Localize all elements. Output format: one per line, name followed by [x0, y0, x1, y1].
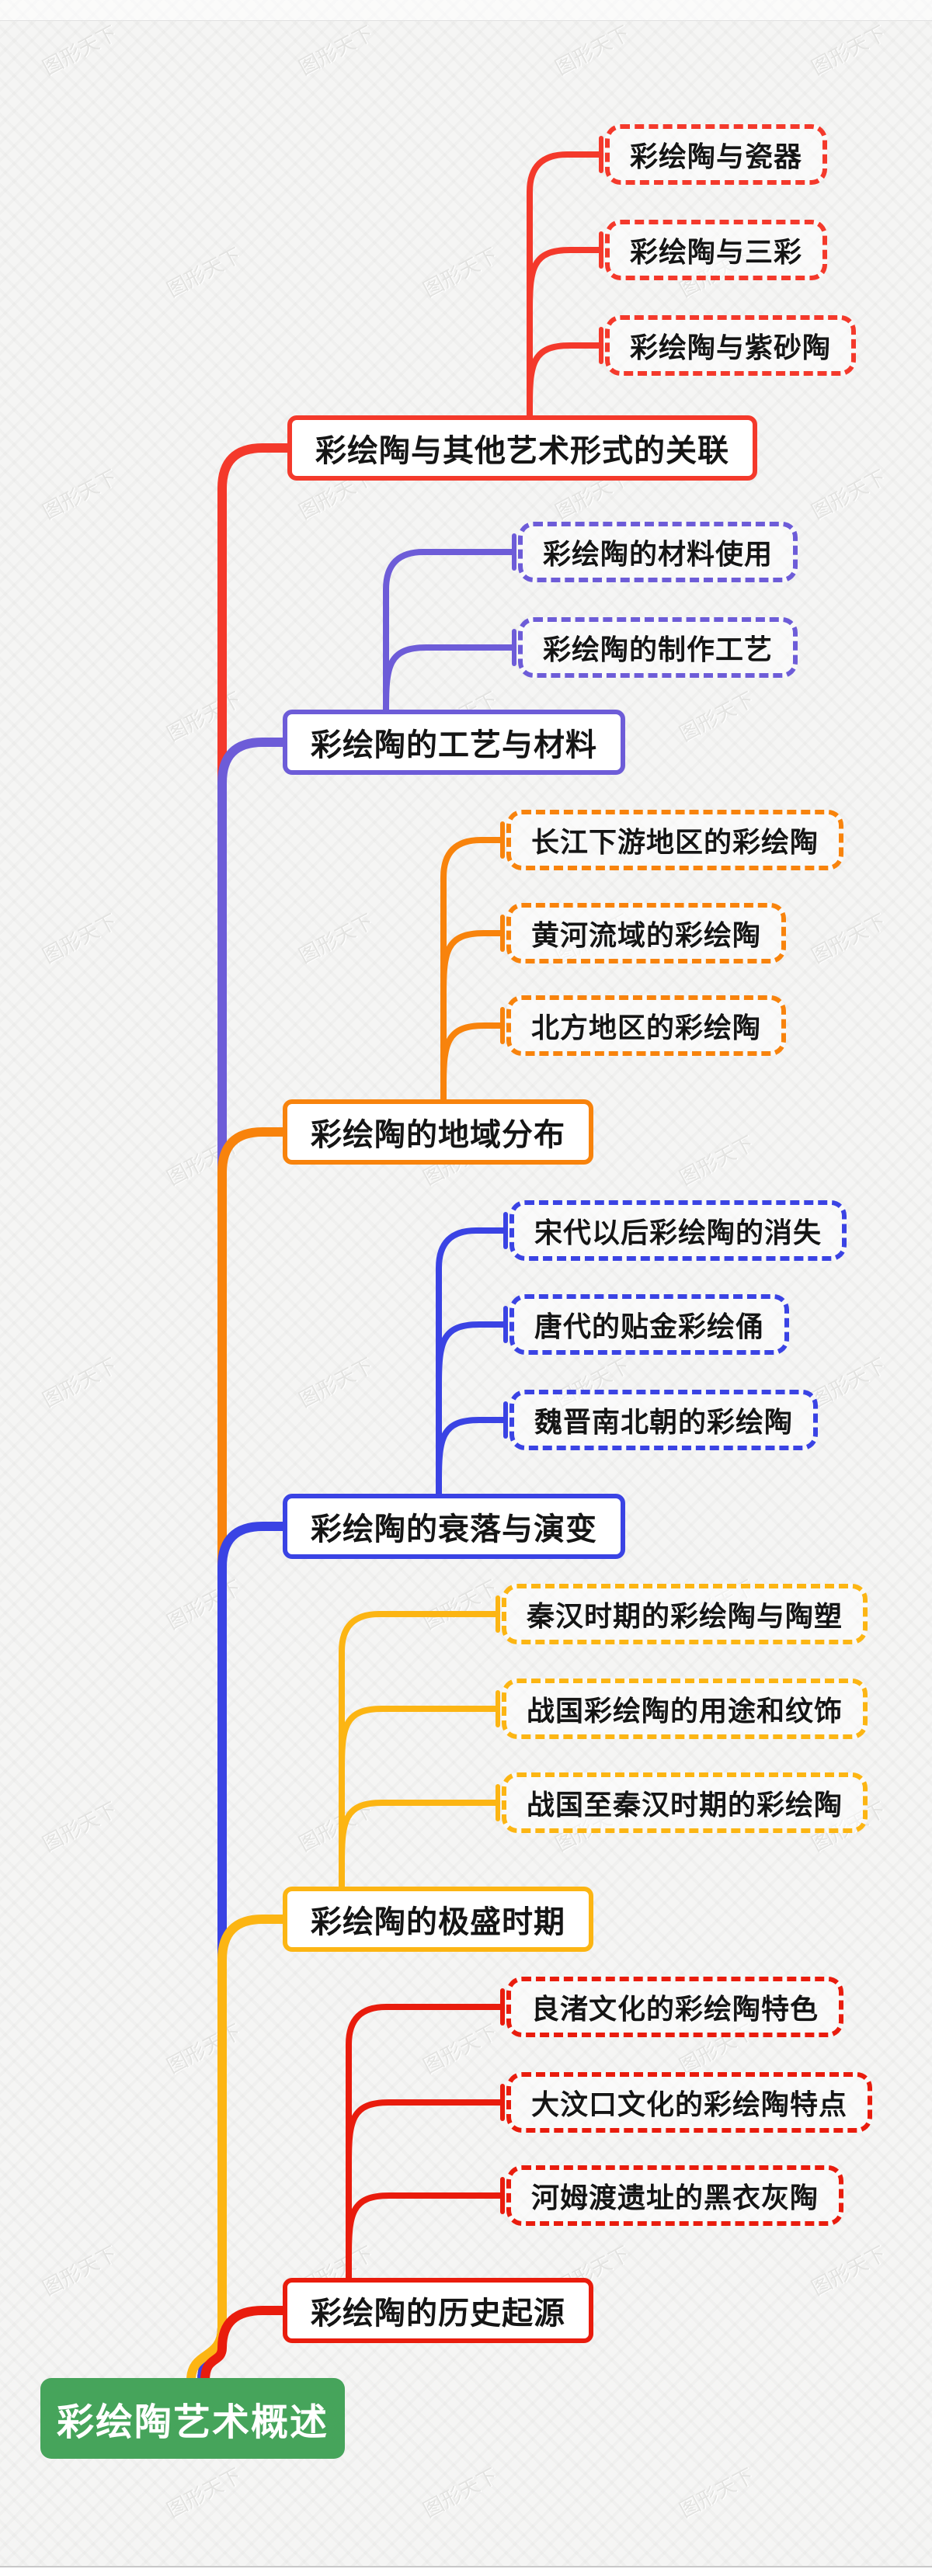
child-node-5-3[interactable]: 战国至秦汉时期的彩绘陶 [502, 1772, 868, 1833]
branch-4-connectors [197, 1212, 508, 2385]
branch-heading-2[interactable]: 彩绘陶的工艺与材料 [283, 710, 625, 775]
child-node-2-1[interactable]: 彩绘陶的材料使用 [518, 522, 798, 582]
branch-heading-3[interactable]: 彩绘陶的地域分布 [283, 1099, 593, 1165]
branch-heading-5[interactable]: 彩绘陶的极盛时期 [283, 1887, 593, 1952]
branch-heading-1[interactable]: 彩绘陶与其他艺术形式的关联 [287, 415, 757, 481]
branch-6-connectors [200, 1988, 505, 2385]
page-bottom-margin [0, 2567, 932, 2576]
child-node-1-1[interactable]: 彩绘陶与瓷器 [605, 124, 828, 185]
page-bottom-edge [0, 2566, 932, 2567]
branch-heading-4[interactable]: 彩绘陶的衰落与演变 [283, 1494, 625, 1559]
child-node-1-2[interactable]: 彩绘陶与三彩 [605, 220, 828, 280]
child-node-4-3[interactable]: 魏晋南北朝的彩绘陶 [509, 1390, 819, 1450]
child-node-3-3[interactable]: 北方地区的彩绘陶 [506, 995, 787, 1056]
child-node-2-2[interactable]: 彩绘陶的制作工艺 [518, 617, 798, 678]
branch-5-connectors [186, 1595, 500, 2385]
child-node-6-2[interactable]: 大汶口文化的彩绘陶特点 [506, 2072, 873, 2133]
root-node[interactable]: 彩绘陶艺术概述 [40, 2378, 345, 2459]
branch-3-connectors [197, 821, 505, 2385]
child-node-1-3[interactable]: 彩绘陶与紫砂陶 [605, 315, 857, 376]
child-node-3-2[interactable]: 黄河流域的彩绘陶 [506, 903, 787, 963]
child-node-6-1[interactable]: 良渚文化的彩绘陶特色 [506, 1977, 844, 2037]
child-node-5-1[interactable]: 秦汉时期的彩绘陶与陶塑 [502, 1584, 868, 1644]
child-node-5-2[interactable]: 战国彩绘陶的用途和纹饰 [502, 1679, 868, 1739]
child-node-6-3[interactable]: 河姆渡遗址的黑衣灰陶 [506, 2165, 844, 2226]
page-top-edge [0, 0, 932, 21]
child-node-4-1[interactable]: 宋代以后彩绘陶的消失 [509, 1200, 847, 1261]
child-node-4-2[interactable]: 唐代的贴金彩绘俑 [509, 1294, 790, 1355]
child-node-3-1[interactable]: 长江下游地区的彩绘陶 [506, 810, 844, 870]
branch-heading-6[interactable]: 彩绘陶的历史起源 [283, 2278, 593, 2343]
